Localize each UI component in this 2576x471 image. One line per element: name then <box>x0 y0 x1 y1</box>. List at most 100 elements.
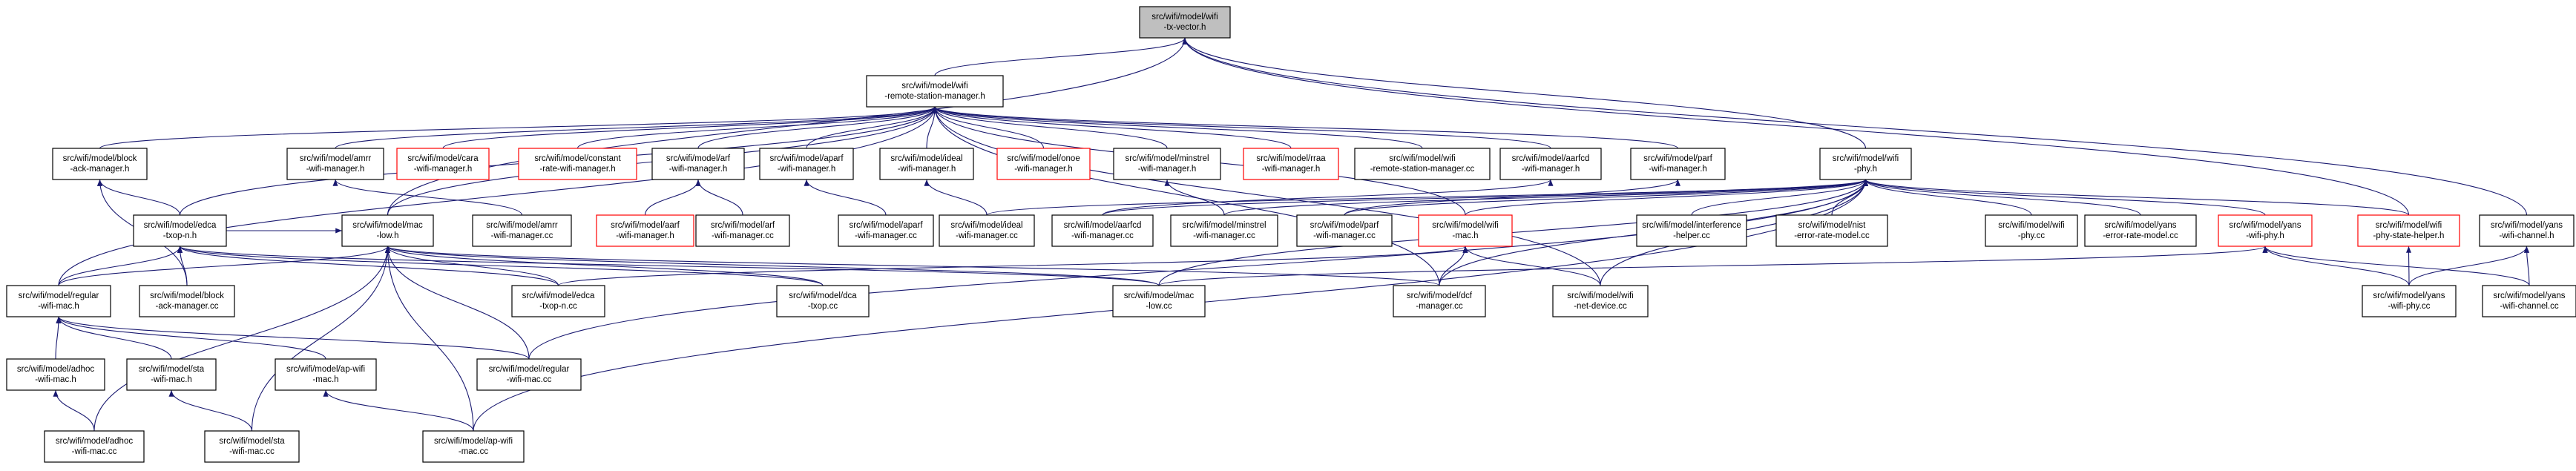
edge-yansphy_cc-to-yansphy_h <box>2262 246 2410 286</box>
edge-block_cc-to-edca_h <box>177 246 188 286</box>
node-edca_h[interactable]: src/wifi/model/edca-txop-n.h <box>133 214 227 247</box>
node-label-line: src/wifi/model/mac <box>1124 292 1195 300</box>
node-box <box>1775 214 1888 247</box>
node-statehelper_h[interactable]: src/wifi/model/wifi-phy-state-helper.h <box>2357 214 2460 247</box>
node-label-line: -helper.cc <box>1673 231 1710 240</box>
node-aarfcd_cc[interactable]: src/wifi/model/aarfcd-wifi-manager.cc <box>1051 214 1154 247</box>
edge-regular_cc-to-maclow_h <box>385 246 530 360</box>
edge-adhoc_cc-to-adhoc_h <box>53 389 95 432</box>
node-box <box>476 358 582 391</box>
node-label-line: -wifi-mac.cc <box>72 447 117 456</box>
edge-netdev_cc-to-rsm <box>932 106 1601 286</box>
node-phy_h[interactable]: src/wifi/model/wifi-phy.h <box>1819 148 1912 180</box>
node-label-line: -low.cc <box>1146 302 1172 311</box>
node-aarf_h[interactable]: src/wifi/model/aarf-wifi-manager.h <box>596 214 694 247</box>
node-label-line: src/wifi/model/aarfcd <box>1512 154 1590 163</box>
node-box <box>1354 148 1491 180</box>
edge-ideal_cc-to-phy_h <box>986 179 1868 216</box>
node-label-line: src/wifi/model/yans <box>2491 221 2563 230</box>
node-arf_h[interactable]: src/wifi/model/arf-wifi-manager.h <box>651 148 745 180</box>
node-box <box>596 214 694 247</box>
node-root[interactable]: src/wifi/model/wifi-tx-vector.h <box>1139 6 1231 39</box>
node-parf_cc[interactable]: src/wifi/model/parf-wifi-manager.cc <box>1296 214 1393 247</box>
edge-aarfcd_cc-to-phy_h <box>1102 179 1868 216</box>
node-aparf_h[interactable]: src/wifi/model/aparf-wifi-manager.h <box>759 148 854 180</box>
node-interf_cc[interactable]: src/wifi/model/interference-helper.cc <box>1636 214 1747 247</box>
node-ap_cc[interactable]: src/wifi/model/ap-wifi-mac.cc <box>422 430 525 463</box>
node-onoe_h[interactable]: src/wifi/model/onoe-wifi-manager.h <box>996 148 1091 180</box>
node-maclow_h[interactable]: src/wifi/model/mac-low.h <box>341 214 434 247</box>
node-ap_h[interactable]: src/wifi/model/ap-wifi-mac.h <box>275 358 377 391</box>
node-rsm[interactable]: src/wifi/model/wifi-remote-station-manag… <box>866 75 1004 108</box>
node-label-line: src/wifi/model/wifi <box>1567 292 1633 300</box>
node-adhoc_h[interactable]: src/wifi/model/adhoc-wifi-mac.h <box>6 358 105 391</box>
node-label-line: -low.h <box>376 231 398 240</box>
node-cara_h[interactable]: src/wifi/model/cara-wifi-manager.h <box>396 148 490 180</box>
node-constant_h[interactable]: src/wifi/model/constant-rate-wifi-manage… <box>518 148 637 180</box>
node-rsm_cc[interactable]: src/wifi/model/wifi-remote-station-manag… <box>1354 148 1491 180</box>
node-label-line: src/wifi/model/sta <box>219 437 285 446</box>
node-dca_cc[interactable]: src/wifi/model/dca-txop.cc <box>776 285 870 317</box>
node-yans_err_cc[interactable]: src/wifi/model/yans-error-rate-model.cc <box>2084 214 2197 247</box>
node-label-line: src/wifi/model/wifi <box>1833 154 1899 163</box>
node-label-line: src/wifi/model/yans <box>2104 221 2176 230</box>
node-yanschan_cc[interactable]: src/wifi/model/yans-wifi-channel.cc <box>2482 285 2576 317</box>
node-mac_h[interactable]: src/wifi/model/wifi-mac.h <box>1418 214 1513 247</box>
node-box <box>6 285 111 317</box>
node-label-line: -wifi-mac.h <box>35 375 76 384</box>
node-regular_h[interactable]: src/wifi/model/regular-wifi-mac.h <box>6 285 111 317</box>
node-aarfcd_h[interactable]: src/wifi/model/aarfcd-wifi-manager.h <box>1499 148 1602 180</box>
nodes-layer: src/wifi/model/wifi-tx-vector.h src/wifi/… <box>6 6 2576 463</box>
node-ideal_h[interactable]: src/wifi/model/ideal-wifi-manager.h <box>879 148 974 180</box>
node-yansphy_cc[interactable]: src/wifi/model/yans-wifi-phy.cc <box>2362 285 2457 317</box>
node-label-line: src/wifi/model/aparf <box>769 154 844 163</box>
node-label-line: -net-device.cc <box>1574 302 1627 311</box>
node-edca_cc[interactable]: src/wifi/model/edca-txop-n.cc <box>511 285 605 317</box>
edge-ap_h-to-regular_h <box>56 316 326 360</box>
node-arf_cc[interactable]: src/wifi/model/arf-wifi-manager.cc <box>695 214 790 247</box>
node-sta_cc[interactable]: src/wifi/model/sta-wifi-mac.cc <box>204 430 300 463</box>
node-box <box>518 148 637 180</box>
node-box <box>2362 285 2457 317</box>
node-amrr_cc[interactable]: src/wifi/model/amrr-wifi-manager.cc <box>472 214 572 247</box>
edge-onoe_h-to-rsm <box>932 106 1045 149</box>
node-aparf_cc[interactable]: src/wifi/model/aparf-wifi-manager.cc <box>838 214 934 247</box>
node-label-line: src/wifi/model/dcf <box>1407 292 1473 300</box>
edge-statehelper_h-to-root <box>1182 37 2410 216</box>
edge-cara_h-to-rsm <box>442 106 938 149</box>
edge-amrr_h-to-rsm <box>335 106 938 149</box>
node-yanschan_h[interactable]: src/wifi/model/yans-wifi-channel.h <box>2479 214 2575 247</box>
edge-minstrel_h-to-rsm <box>932 106 1168 149</box>
node-label-line: -txop-n.h <box>163 231 197 240</box>
node-box <box>879 148 974 180</box>
node-amrr_h[interactable]: src/wifi/model/amrr-wifi-manager.h <box>286 148 384 180</box>
node-block_h[interactable]: src/wifi/model/block-ack-manager.h <box>52 148 148 180</box>
node-block_cc[interactable]: src/wifi/model/block-ack-manager.cc <box>139 285 235 317</box>
node-parf_h[interactable]: src/wifi/model/parf-wifi-manager.h <box>1630 148 1726 180</box>
node-netdev_cc[interactable]: src/wifi/model/wifi -net-device.cc <box>1552 285 1649 317</box>
node-nist_cc[interactable]: src/wifi/model/nist-error-rate-model.cc <box>1775 214 1888 247</box>
node-minstrel_h[interactable]: src/wifi/model/minstrel-wifi-manager.h <box>1113 148 1221 180</box>
node-box <box>2218 214 2313 247</box>
node-sta_h[interactable]: src/wifi/model/sta-wifi-mac.h <box>126 358 217 391</box>
node-minstrel_cc[interactable]: src/wifi/model/minstrel-wifi-manager.cc <box>1170 214 1278 247</box>
node-ideal_cc[interactable]: src/wifi/model/ideal-wifi-manager.cc <box>939 214 1035 247</box>
node-adhoc_cc[interactable]: src/wifi/model/adhoc-wifi-mac.cc <box>44 430 145 463</box>
node-dcf_cc[interactable]: src/wifi/model/dcf-manager.cc <box>1393 285 1486 317</box>
edge-netdev_cc-to-mac_h <box>1462 246 1601 286</box>
node-box <box>1393 285 1486 317</box>
node-box <box>776 285 870 317</box>
node-box <box>275 358 377 391</box>
node-regular_cc[interactable]: src/wifi/model/regular-wifi-mac.cc <box>476 358 582 391</box>
edge-yans_err_cc-to-phy_h <box>1863 179 2141 216</box>
node-rraa_h[interactable]: src/wifi/model/rraa-wifi-manager.h <box>1243 148 1339 180</box>
node-yansphy_h[interactable]: src/wifi/model/yans-wifi-phy.h <box>2218 214 2313 247</box>
node-box <box>511 285 605 317</box>
node-label-line: -ack-manager.h <box>70 165 130 174</box>
edge-minstrel_cc-to-phy_h <box>1223 179 1868 216</box>
node-phy_cc[interactable]: src/wifi/model/wifi-phy.cc <box>1985 214 2078 247</box>
edge-phy_h-to-root <box>1182 37 1867 149</box>
node-label-line: src/wifi/model/rraa <box>1256 154 1326 163</box>
edge-interf_cc-to-phy_h <box>1691 179 1868 216</box>
node-maclow_cc[interactable]: src/wifi/model/mac -low.cc <box>1112 285 1206 317</box>
